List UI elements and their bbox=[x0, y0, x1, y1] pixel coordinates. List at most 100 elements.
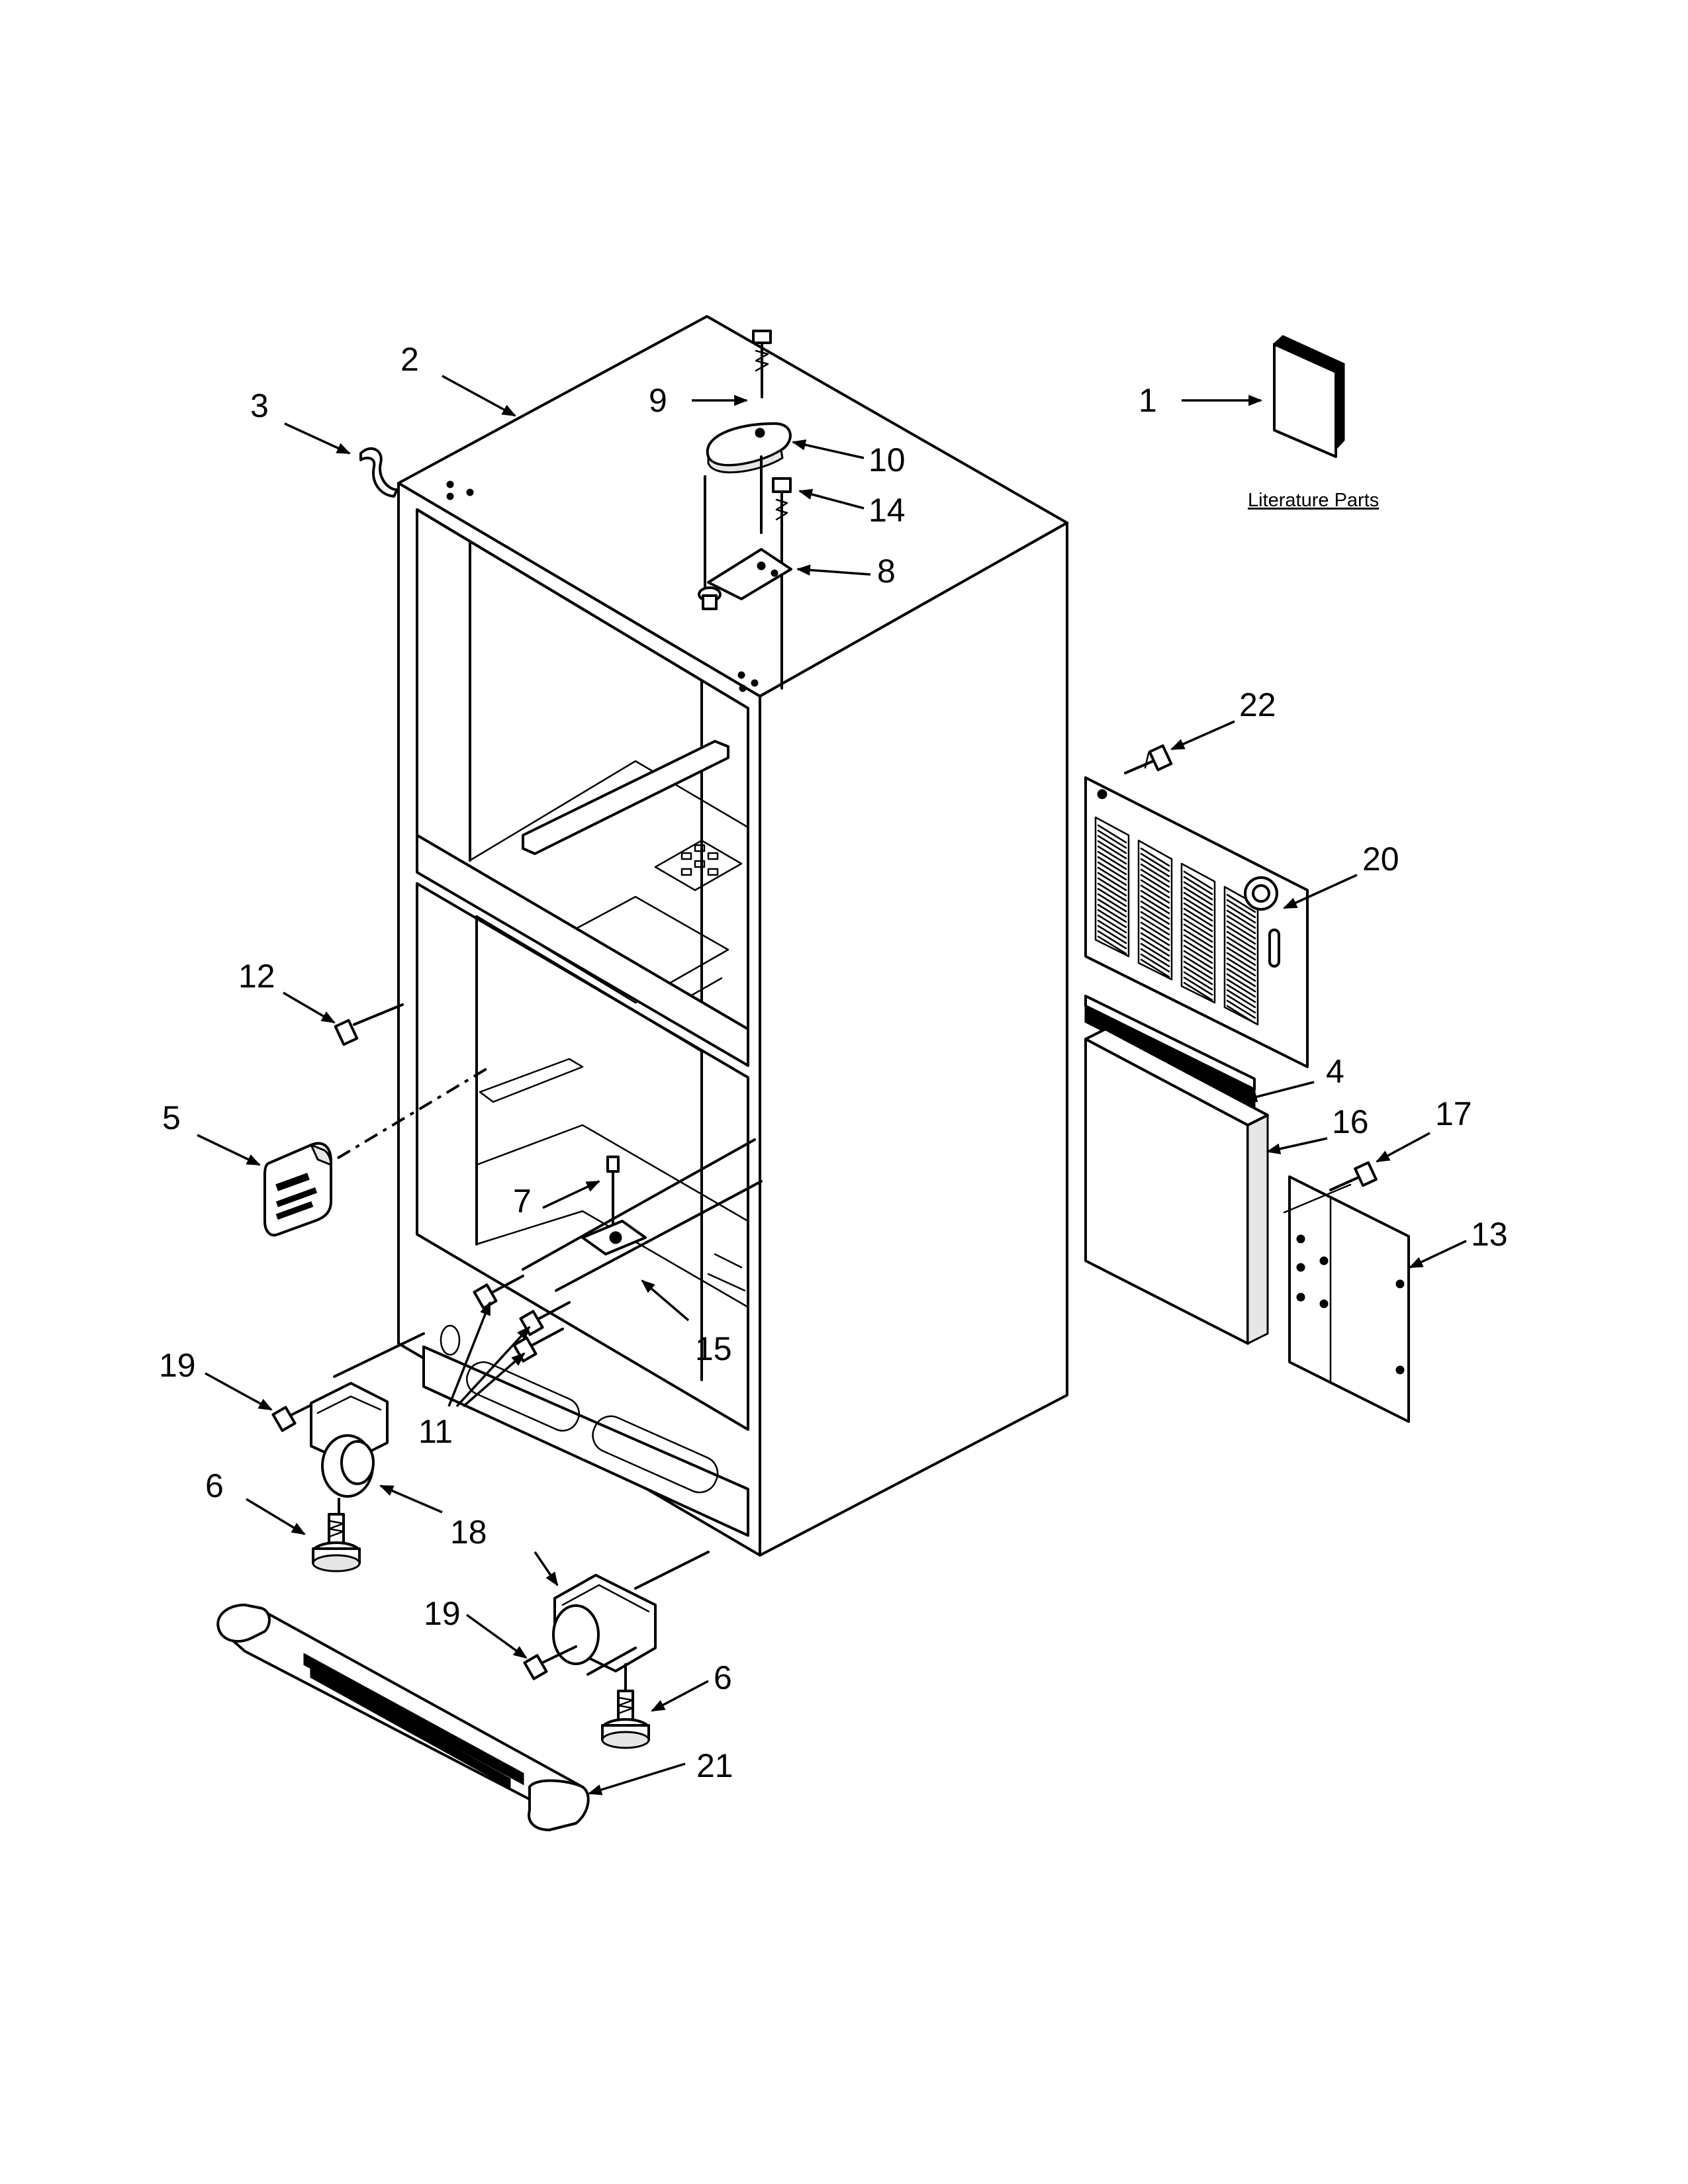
callout-3: 3 bbox=[250, 387, 269, 424]
louvre-slat bbox=[1140, 889, 1170, 909]
louvre-slat bbox=[1097, 887, 1127, 907]
louvre-slat bbox=[1183, 929, 1213, 948]
louvre-slat bbox=[1140, 937, 1170, 957]
louvre-slat bbox=[1097, 861, 1127, 881]
louvre-slat bbox=[1226, 994, 1256, 1014]
callout-9: 9 bbox=[649, 382, 667, 419]
louvre-slat bbox=[1183, 960, 1213, 980]
literature-parts-book bbox=[1273, 335, 1345, 458]
callout-5: 5 bbox=[162, 1099, 181, 1136]
louvre-slat bbox=[1097, 898, 1127, 918]
literature-parts-caption: Literature Parts bbox=[1248, 490, 1379, 511]
callout-18: 18 bbox=[450, 1514, 487, 1551]
louvre-slat bbox=[1140, 927, 1170, 946]
louvre-slat bbox=[1226, 946, 1256, 966]
right-roller-screw bbox=[523, 1645, 577, 1680]
louvre-slat bbox=[1097, 829, 1127, 849]
left-roller-screw bbox=[271, 1404, 312, 1432]
callout-11: 11 bbox=[418, 1413, 453, 1450]
callout-1: 1 bbox=[1139, 382, 1157, 419]
louvre-slat bbox=[1140, 868, 1170, 888]
callout-10: 10 bbox=[868, 441, 906, 478]
louvre-slat bbox=[1183, 981, 1213, 1001]
louvre-slat bbox=[1140, 847, 1170, 867]
louvre-slat bbox=[1140, 905, 1170, 925]
louvre-slat bbox=[1097, 893, 1127, 913]
louvre-slat bbox=[1140, 911, 1170, 931]
louvre-slat bbox=[1183, 886, 1213, 906]
compressor-cover bbox=[1084, 1028, 1269, 1345]
louvre-slat bbox=[1140, 874, 1170, 893]
louvre-slat bbox=[1183, 976, 1213, 996]
louvre-slat bbox=[1183, 939, 1213, 959]
louvre-slat bbox=[1140, 879, 1170, 899]
louvre-slat bbox=[1140, 921, 1170, 941]
top-hinge-bracket bbox=[698, 455, 792, 610]
louvre-slat bbox=[1097, 882, 1127, 902]
louvre-slat bbox=[1097, 914, 1127, 934]
base-grille bbox=[216, 1604, 590, 1831]
louvre-slat bbox=[1140, 858, 1170, 878]
louvre-slat bbox=[1226, 983, 1256, 1003]
callout-19-left: 19 bbox=[159, 1347, 196, 1384]
louvre-slat bbox=[1226, 899, 1256, 919]
louvre-slat bbox=[1140, 958, 1170, 978]
louvre-slat bbox=[1097, 925, 1127, 944]
top-hinge-assembly bbox=[698, 330, 792, 690]
louvre-slat bbox=[1183, 934, 1213, 954]
louvre-slat bbox=[1183, 913, 1213, 933]
callout-16: 16 bbox=[1332, 1103, 1369, 1140]
louvre-slat bbox=[1226, 936, 1256, 956]
louvre-slat bbox=[1140, 953, 1170, 973]
louvre-slat bbox=[1183, 891, 1213, 911]
cabinet-screw bbox=[334, 1003, 404, 1046]
callout-17: 17 bbox=[1435, 1095, 1472, 1132]
callout-labels: 1 2 3 4 5 6 6 7 8 9 10 11 12 13 14 15 16… bbox=[159, 341, 1508, 1784]
louvre-slat bbox=[1183, 966, 1213, 985]
louvre-slat bbox=[1226, 973, 1256, 993]
louvre-slat bbox=[1226, 931, 1256, 950]
louvre-slat bbox=[1226, 925, 1256, 945]
louvre-slat bbox=[1183, 944, 1213, 964]
louvre-slat bbox=[1226, 941, 1256, 961]
louvre-slat bbox=[1183, 923, 1213, 943]
louvre-slat bbox=[1226, 893, 1256, 913]
louvre-slat bbox=[1097, 835, 1127, 854]
louvre-slat bbox=[1226, 909, 1256, 929]
hinge-cover bbox=[706, 422, 792, 474]
callout-22: 22 bbox=[1239, 686, 1276, 723]
freezer-slide-bracket bbox=[522, 1138, 763, 1292]
louvre-slat bbox=[1097, 877, 1127, 897]
callout-21: 21 bbox=[696, 1747, 733, 1784]
louvre-slat bbox=[1097, 903, 1127, 923]
louvre-slat bbox=[1140, 932, 1170, 952]
center-mullion bbox=[416, 834, 749, 1067]
louvre-slat bbox=[1097, 930, 1127, 950]
control-module-locator-line bbox=[336, 1068, 488, 1160]
louvre-slat bbox=[1183, 902, 1213, 922]
electrical-cover-screw bbox=[1329, 1161, 1378, 1191]
callout-20: 20 bbox=[1362, 841, 1399, 878]
louvre-slat bbox=[1097, 845, 1127, 865]
louvre-slat bbox=[1226, 920, 1256, 940]
callout-7: 7 bbox=[513, 1183, 532, 1220]
louvre-slat bbox=[1183, 907, 1213, 927]
shelf-rail bbox=[522, 740, 729, 855]
callout-13: 13 bbox=[1471, 1216, 1508, 1253]
louvre-slat bbox=[1140, 900, 1170, 920]
louvre-slat bbox=[1226, 952, 1256, 972]
louvre-slat bbox=[1140, 916, 1170, 936]
louvre-slat bbox=[1097, 850, 1127, 870]
left-leveling-leg bbox=[312, 1513, 361, 1572]
callout-4: 4 bbox=[1326, 1053, 1344, 1090]
rear-panel-seal-outline bbox=[1084, 995, 1256, 1091]
callout-6-right: 6 bbox=[714, 1659, 732, 1696]
callout-14: 14 bbox=[868, 492, 906, 529]
louvre-slat bbox=[1226, 957, 1256, 977]
louvre-slat bbox=[1140, 884, 1170, 904]
louvre-slat bbox=[1226, 989, 1256, 1009]
louvre-slat bbox=[1140, 895, 1170, 915]
louvre-slat bbox=[1097, 856, 1127, 876]
louvre-slat bbox=[1226, 962, 1256, 982]
